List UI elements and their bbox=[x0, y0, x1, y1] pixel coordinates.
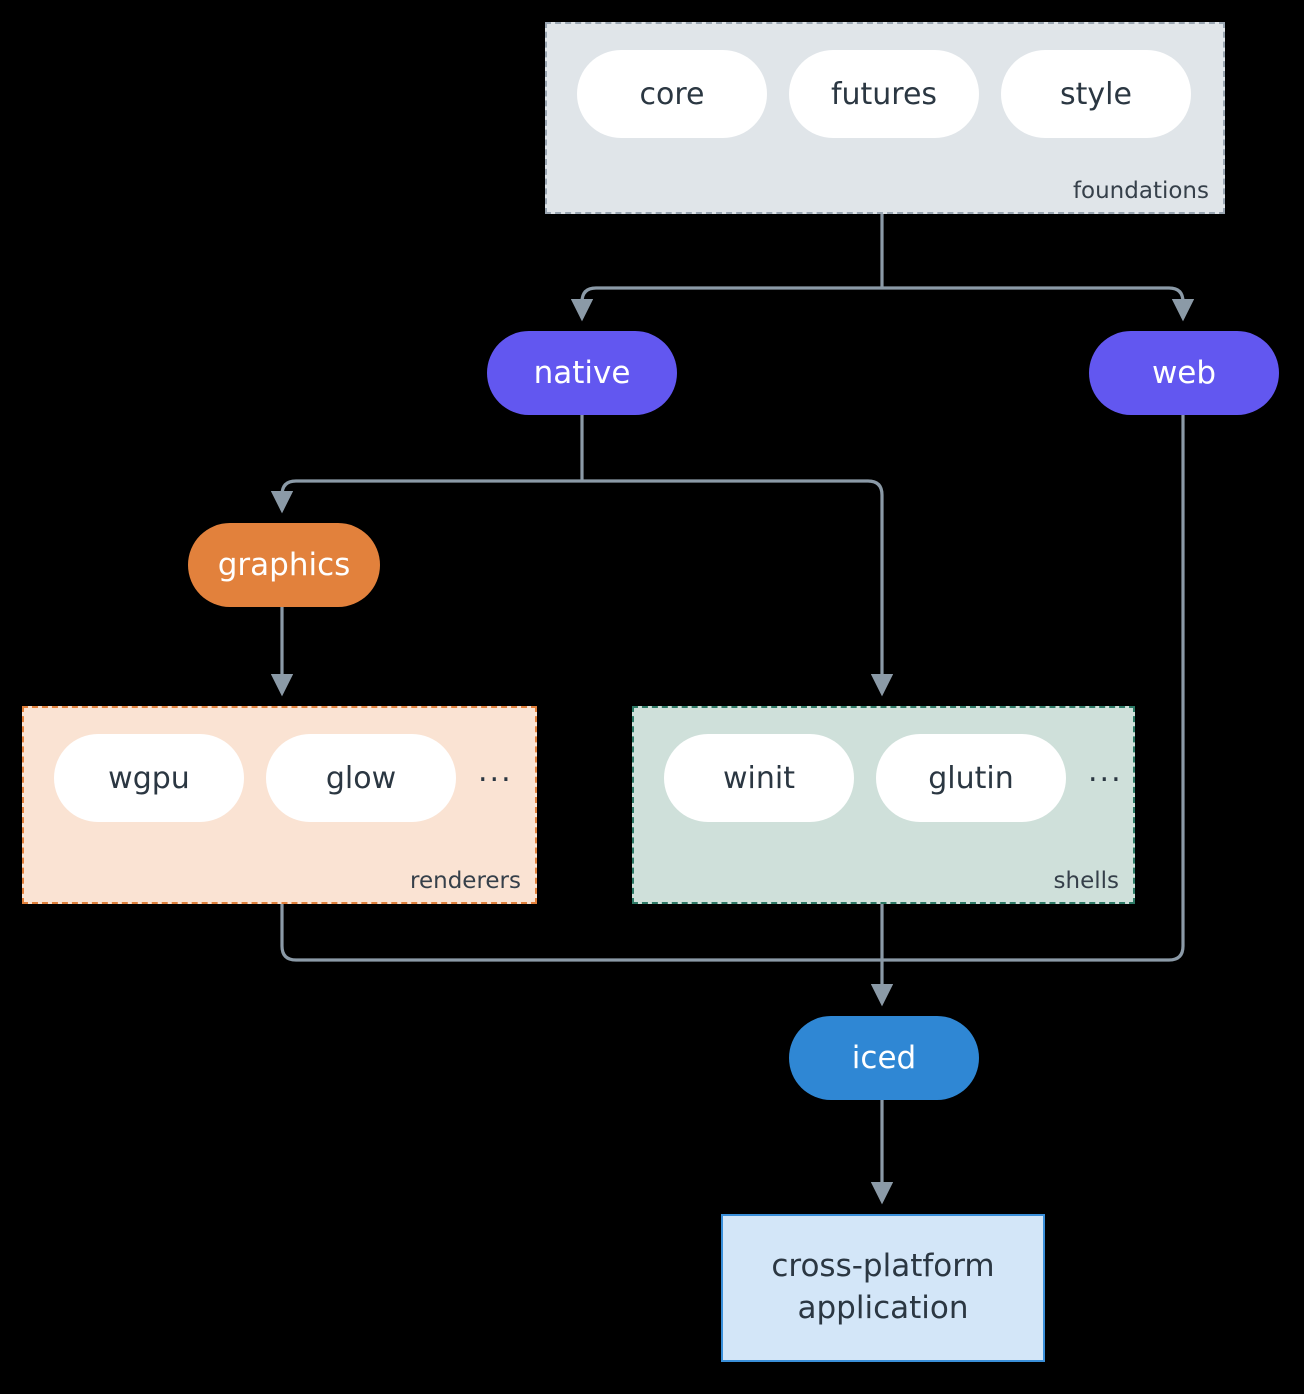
application-line-1: cross-platform bbox=[771, 1248, 995, 1285]
shells-ellipsis: ... bbox=[1088, 754, 1123, 789]
cluster-foundations: core futures style foundations bbox=[545, 22, 1225, 214]
cluster-foundations-items: core futures style bbox=[547, 50, 1223, 138]
application-line-2: application bbox=[797, 1290, 969, 1326]
cluster-renderers-label: renderers bbox=[410, 868, 521, 894]
node-futures[interactable]: futures bbox=[789, 50, 979, 138]
node-style[interactable]: style bbox=[1001, 50, 1191, 138]
edge-renderers-to-iced bbox=[280, 904, 882, 962]
node-native[interactable]: native bbox=[487, 331, 677, 415]
cluster-shells: winit glutin ... shells bbox=[632, 706, 1135, 904]
cluster-renderers: wgpu glow ... renderers bbox=[22, 706, 537, 904]
node-wgpu[interactable]: wgpu bbox=[54, 734, 244, 822]
edge-foundations-to-web bbox=[882, 286, 1195, 322]
edge-native-to-graphics bbox=[270, 479, 582, 514]
node-graphics[interactable]: graphics bbox=[188, 523, 380, 607]
node-web[interactable]: web bbox=[1089, 331, 1279, 415]
edge-foundations-to-native bbox=[570, 286, 882, 322]
cluster-foundations-label: foundations bbox=[1072, 178, 1209, 204]
node-glutin[interactable]: glutin bbox=[876, 734, 1066, 822]
cluster-shells-items: winit glutin ... bbox=[634, 734, 1133, 822]
node-glow[interactable]: glow bbox=[266, 734, 456, 822]
node-iced[interactable]: iced bbox=[789, 1016, 979, 1100]
edge-native-to-shells bbox=[582, 479, 894, 697]
edge-web-to-iced bbox=[882, 415, 1185, 962]
renderers-ellipsis: ... bbox=[478, 754, 513, 789]
cluster-renderers-items: wgpu glow ... bbox=[24, 734, 535, 822]
node-winit[interactable]: winit bbox=[664, 734, 854, 822]
node-cross-platform-application[interactable]: cross-platform application bbox=[721, 1214, 1045, 1362]
node-core[interactable]: core bbox=[577, 50, 767, 138]
cluster-shells-label: shells bbox=[1053, 868, 1119, 894]
